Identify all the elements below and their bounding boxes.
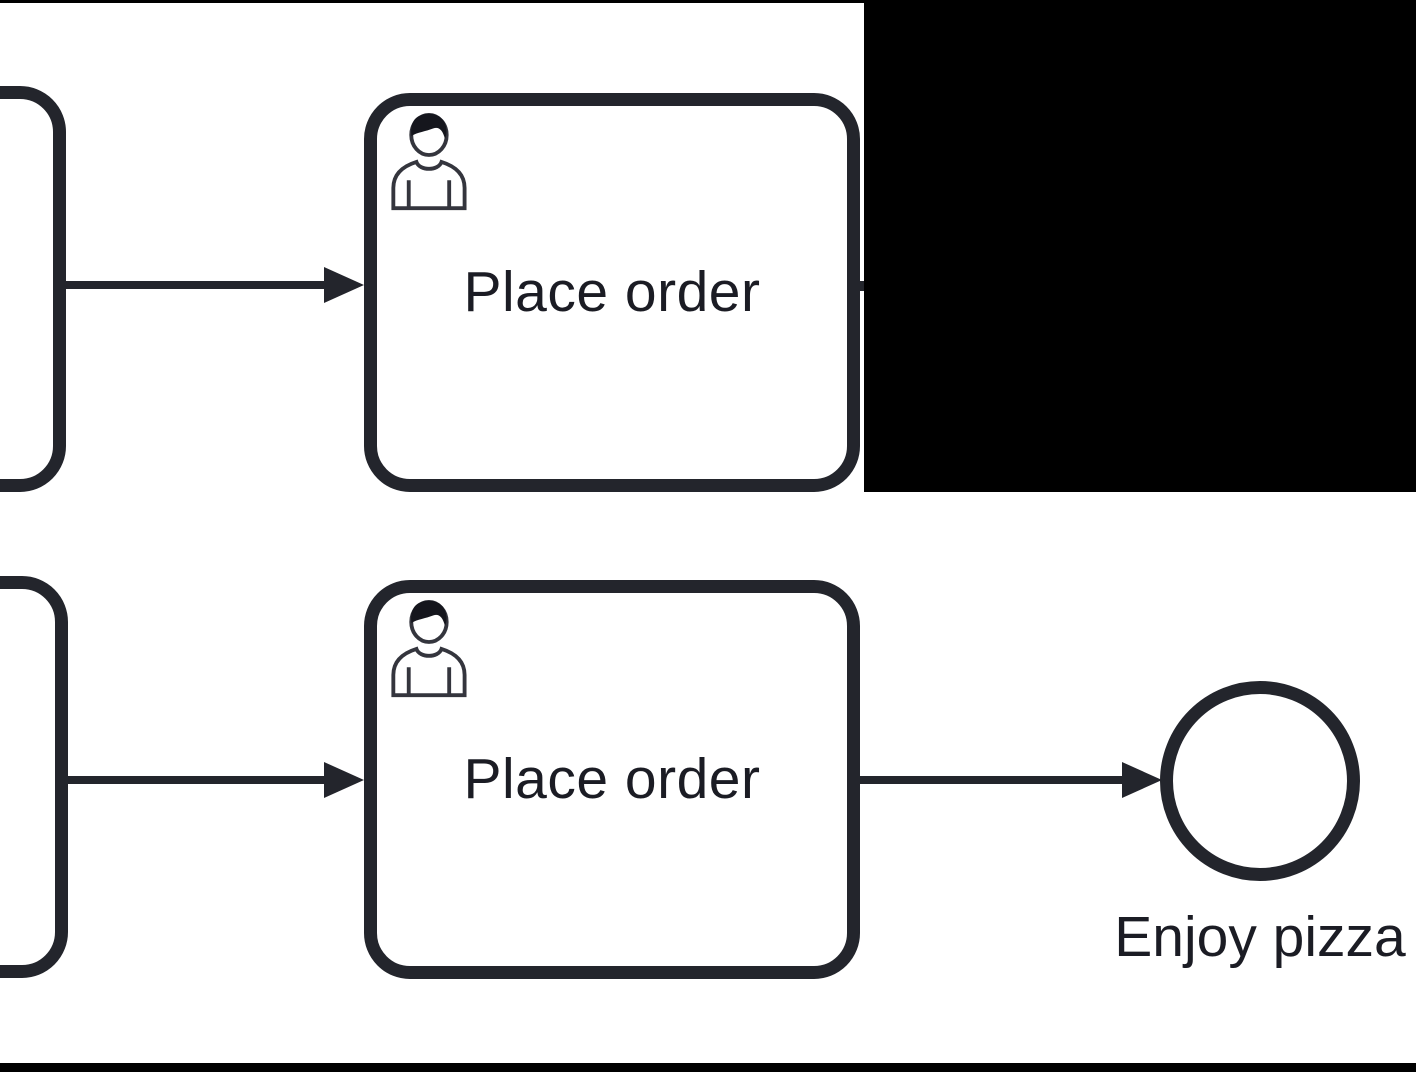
user-icon — [391, 111, 467, 211]
user-task-place-order-top[interactable]: Place order — [364, 93, 860, 492]
arrowhead-icon — [324, 762, 364, 798]
occlusion-strip-top — [0, 0, 1416, 3]
sequence-flow-top[interactable] — [64, 281, 328, 289]
sequence-flow-stub-top — [856, 281, 866, 291]
end-event-circle[interactable] — [1160, 681, 1360, 881]
end-event-label: Enjoy pizza — [1114, 905, 1406, 969]
arrowhead-icon — [1122, 762, 1162, 798]
sequence-flow-bottom-right[interactable] — [858, 776, 1126, 784]
occlusion-strip-bottom — [0, 1063, 1416, 1072]
sequence-flow-bottom-left[interactable] — [66, 776, 328, 784]
occlusion-block-top-right — [864, 0, 1416, 492]
task-label: Place order — [463, 260, 761, 324]
clipped-task-shape-top[interactable] — [0, 86, 66, 492]
clipped-task-shape-bottom[interactable] — [0, 576, 68, 978]
arrowhead-icon — [324, 267, 364, 303]
user-icon — [391, 598, 467, 698]
user-task-place-order-bottom[interactable]: Place order — [364, 580, 860, 979]
task-label: Place order — [463, 747, 761, 811]
